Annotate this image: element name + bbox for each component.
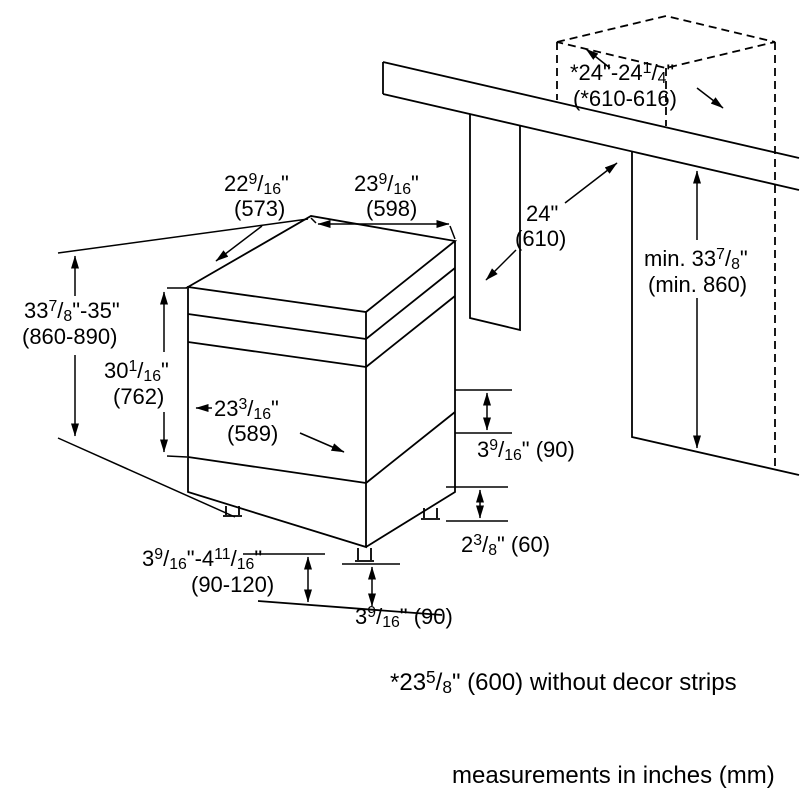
countertop: [382, 61, 800, 191]
dim-label: 301/16": [104, 358, 169, 385]
leader-arrow-right: [696, 87, 724, 109]
dim-front-width: 233/16" (589): [195, 396, 345, 453]
dim-label: min. 337/8": [644, 246, 748, 273]
dim-label: 233/16": [214, 396, 279, 423]
dim-label: 23/8" (60): [461, 532, 550, 559]
dim-opening-width: *24"-241/4" (*610-616): [570, 48, 724, 111]
niche-opening-dashed: [556, 15, 776, 470]
dim-label-mm: (589): [227, 421, 278, 446]
dim-label: 239/16": [354, 171, 419, 198]
dim-niche-min-height: min. 337/8" (min. 860): [644, 170, 748, 449]
dim-niche-depth: 24" (610): [485, 162, 618, 281]
dim-label-mm: (573): [234, 196, 285, 221]
dim-label: 39/16" (90): [477, 437, 575, 464]
left-panel-outline: [469, 114, 521, 332]
leader-arrow-up: [564, 162, 618, 204]
leveling-foot-rear-right: [421, 508, 440, 520]
dim-label-mm: (90-120): [191, 572, 274, 597]
dim-base-height-rear: 39/16" (90): [455, 389, 575, 464]
dim-label: 24": [526, 201, 558, 226]
leader-arrow: [215, 225, 263, 262]
dim-front-panel-height: 301/16" (762): [104, 287, 188, 458]
extension-ticks: [446, 486, 508, 522]
extension-lines: [57, 218, 309, 518]
dim-base-inset: 23/8" (60): [446, 486, 550, 559]
dim-label-mm: (762): [113, 384, 164, 409]
dim-top-width: 239/16" (598): [310, 171, 456, 240]
dim-appliance-height: 337/8"-35" (860-890): [22, 218, 309, 518]
leader-arrow-down: [485, 249, 517, 281]
dim-label-mm: (610): [515, 226, 566, 251]
dim-leveling-range: 39/16"-411/16" (90-120): [142, 546, 325, 603]
right-wall-and-floor: [631, 152, 800, 476]
dim-top-depth: 229/16" (573): [215, 171, 289, 262]
dim-label-mm: (min. 860): [648, 272, 747, 297]
units-note: measurements in inches (mm): [452, 762, 775, 789]
footnote: *235/8" (600) without decor strips: [390, 667, 737, 697]
dim-label-mm: (860-890): [22, 324, 117, 349]
leveling-foot-front-left: [223, 506, 242, 517]
dishwasher-outline: [185, 215, 458, 549]
dim-label: 39/16" (90): [355, 604, 453, 631]
dim-label: 229/16": [224, 171, 289, 198]
extension-ticks: [310, 217, 456, 240]
dim-label-mm: (598): [366, 196, 417, 221]
dim-label: *24"-241/4": [570, 60, 674, 87]
dishwasher-panel-lines: [187, 267, 456, 484]
dim-label: 337/8"-35": [24, 298, 120, 325]
leader-arrow-right: [299, 432, 345, 453]
leader-arrow-left: [585, 48, 611, 69]
dim-label-mm: (*610-616): [573, 86, 677, 111]
extension-ticks: [455, 389, 512, 434]
niche-opening-outline: [556, 15, 776, 470]
floor-reference-line: [257, 600, 443, 616]
niche-left-panel: [469, 114, 521, 332]
extension-ticks: [166, 287, 188, 458]
countertop-edges: [382, 61, 800, 191]
niche-right-wall: [631, 152, 800, 476]
dishwasher: [185, 215, 458, 616]
dim-base-height-front: 39/16" (90): [342, 563, 453, 631]
dim-label: 39/16"-411/16": [142, 546, 262, 573]
leveling-foot-front-right: [355, 548, 374, 562]
